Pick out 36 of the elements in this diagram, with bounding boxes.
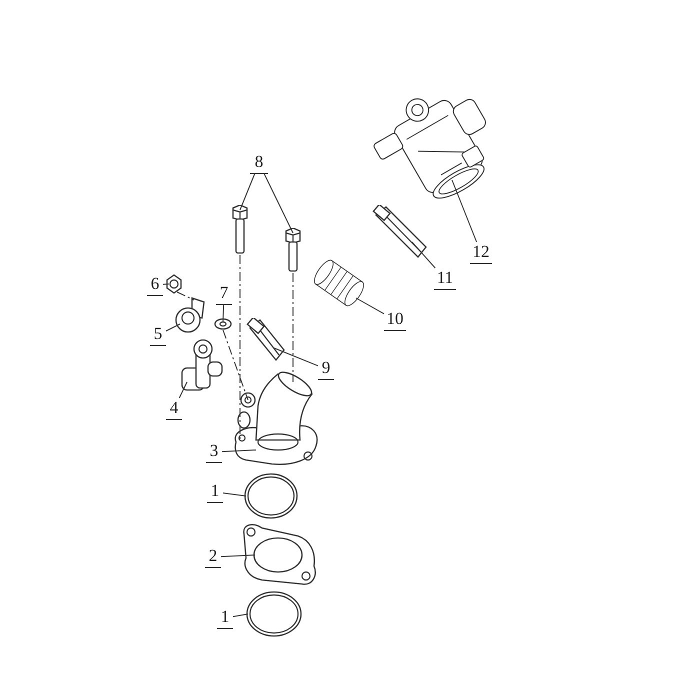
leader-line bbox=[222, 492, 246, 496]
leader-line bbox=[452, 180, 478, 242]
callout-number: 1 bbox=[207, 481, 223, 503]
bolt-drawing bbox=[164, 274, 184, 294]
alignment-line bbox=[176, 292, 194, 300]
leader-line bbox=[222, 450, 256, 452]
callout-number: 11 bbox=[434, 268, 456, 290]
o-ring-drawing bbox=[245, 590, 303, 638]
leader-line bbox=[162, 284, 170, 285]
leader-line bbox=[178, 382, 188, 398]
o-ring-drawing bbox=[243, 472, 299, 520]
leader-line bbox=[222, 304, 224, 322]
callout-number: 6 bbox=[147, 274, 163, 296]
leader-line bbox=[412, 242, 436, 268]
leader-line bbox=[356, 298, 384, 314]
callout-number: 12 bbox=[470, 242, 492, 264]
callout-number: 9 bbox=[318, 358, 334, 380]
leader-line bbox=[220, 554, 256, 558]
washer-drawing bbox=[214, 318, 232, 330]
callout-number: 5 bbox=[150, 324, 166, 346]
callout-number: 2 bbox=[205, 546, 221, 568]
alignment-line bbox=[292, 272, 294, 382]
callout-number: 1 bbox=[217, 607, 233, 629]
leader-line bbox=[264, 174, 294, 234]
alignment-line bbox=[222, 330, 248, 400]
callout-number: 3 bbox=[206, 441, 222, 463]
callout-number: 7 bbox=[216, 283, 232, 305]
bracket-drawing bbox=[174, 296, 206, 334]
leader-line bbox=[240, 174, 256, 210]
leader-line bbox=[274, 348, 318, 366]
callout-number: 10 bbox=[384, 309, 406, 331]
leader-line bbox=[166, 324, 180, 332]
leader-line bbox=[232, 614, 248, 618]
intake-manifold-drawing bbox=[232, 370, 320, 468]
callout-number: 8 bbox=[250, 152, 268, 174]
callout-number: 4 bbox=[166, 398, 182, 420]
